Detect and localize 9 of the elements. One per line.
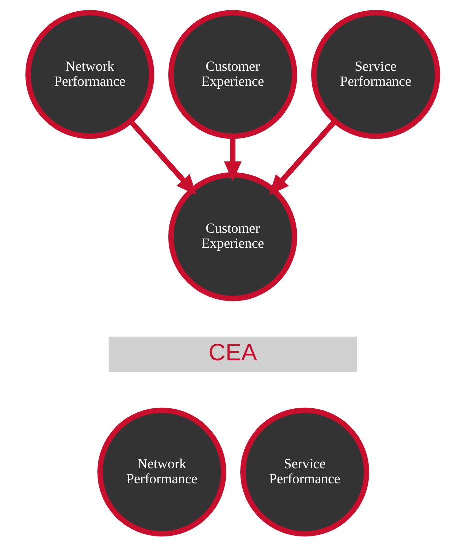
node-circle: Network Performance: [97, 408, 226, 537]
node-circle: Customer Experience: [168, 10, 297, 140]
node-box: CEA: [108, 336, 357, 372]
arrow: [224, 136, 242, 182]
arrow: [268, 120, 336, 196]
node-circle: Network Performance: [25, 10, 154, 140]
arrow: [128, 120, 196, 196]
node-circle: Service Performance: [240, 408, 369, 537]
node-circle: Service Performance: [310, 10, 440, 140]
